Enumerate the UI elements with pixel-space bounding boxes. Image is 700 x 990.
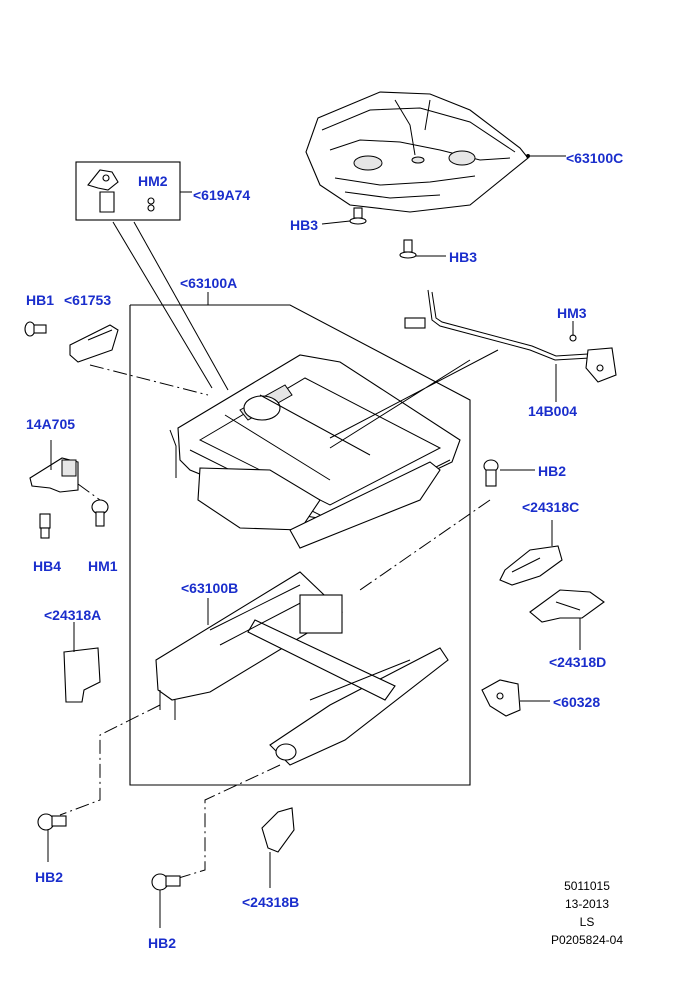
hb4-screw	[39, 513, 51, 539]
label-hb2-b: HB2	[35, 869, 64, 885]
label-14b004: 14B004	[528, 403, 578, 419]
hb3-bolt-lower	[399, 239, 417, 259]
hb2-screw-upper	[483, 459, 499, 487]
label-hb3-b: HB3	[449, 249, 478, 265]
cover-24318a	[63, 647, 101, 703]
inset-line-2	[133, 221, 229, 391]
assembly-line-hm1	[77, 483, 101, 501]
assembly-line-hb2-upper	[359, 499, 491, 591]
label-hm1: HM1	[88, 558, 118, 574]
label-14a705: 14A705	[26, 416, 76, 432]
diagram-id: 5011015	[564, 879, 610, 893]
label-hb2-a: HB2	[538, 463, 567, 479]
hm1-fastener	[91, 499, 109, 527]
bracket-60328	[481, 679, 521, 717]
hb3-bolt-upper	[349, 207, 367, 225]
diagram-model: LS	[579, 915, 595, 929]
assembly-line-hb2-left	[59, 704, 161, 816]
seat-cushion-pan	[305, 91, 529, 213]
cover-24318d	[529, 589, 605, 623]
leader-dot	[526, 154, 530, 158]
label-hm3: HM3	[557, 305, 587, 321]
label-63100b: <63100B	[181, 580, 239, 596]
assembly-line-61753	[89, 364, 209, 396]
label-hb1: HB1	[26, 292, 55, 308]
label-hb4: HB4	[33, 558, 62, 574]
diagram-date: 13-2013	[564, 897, 610, 911]
cover-24318b	[261, 807, 295, 853]
leader-hb3-a	[321, 220, 351, 225]
seat-frame-assembly	[169, 349, 499, 549]
hb2-screw-mid	[151, 873, 181, 891]
cable-14b004	[404, 289, 617, 383]
cover-24318c	[499, 545, 563, 586]
label-63100c: <63100C	[566, 150, 624, 166]
label-hb2-c: HB2	[148, 935, 177, 951]
frame-box-63100a	[129, 292, 471, 786]
hb2-screw-left	[37, 813, 67, 831]
diagram-part-ref: P0205824-04	[550, 933, 624, 947]
label-24318d: <24318D	[549, 654, 607, 670]
label-63100a: <63100A	[180, 275, 238, 291]
label-24318a: <24318A	[44, 607, 102, 623]
label-hm2: HM2	[138, 173, 168, 189]
label-60328: <60328	[553, 694, 601, 710]
label-61753: <61753	[64, 292, 112, 308]
hb1-screw	[24, 321, 47, 337]
seat-track-63100b	[155, 571, 449, 766]
label-619a74: <619A74	[193, 187, 251, 203]
assembly-line-hb2-mid	[171, 764, 281, 881]
label-24318c: <24318C	[522, 499, 580, 515]
bracket-14a705	[29, 457, 79, 493]
cover-61753	[69, 324, 119, 363]
label-24318b: <24318B	[242, 894, 300, 910]
inset-box-619a74	[75, 161, 181, 221]
label-hb3-a: HB3	[290, 217, 319, 233]
